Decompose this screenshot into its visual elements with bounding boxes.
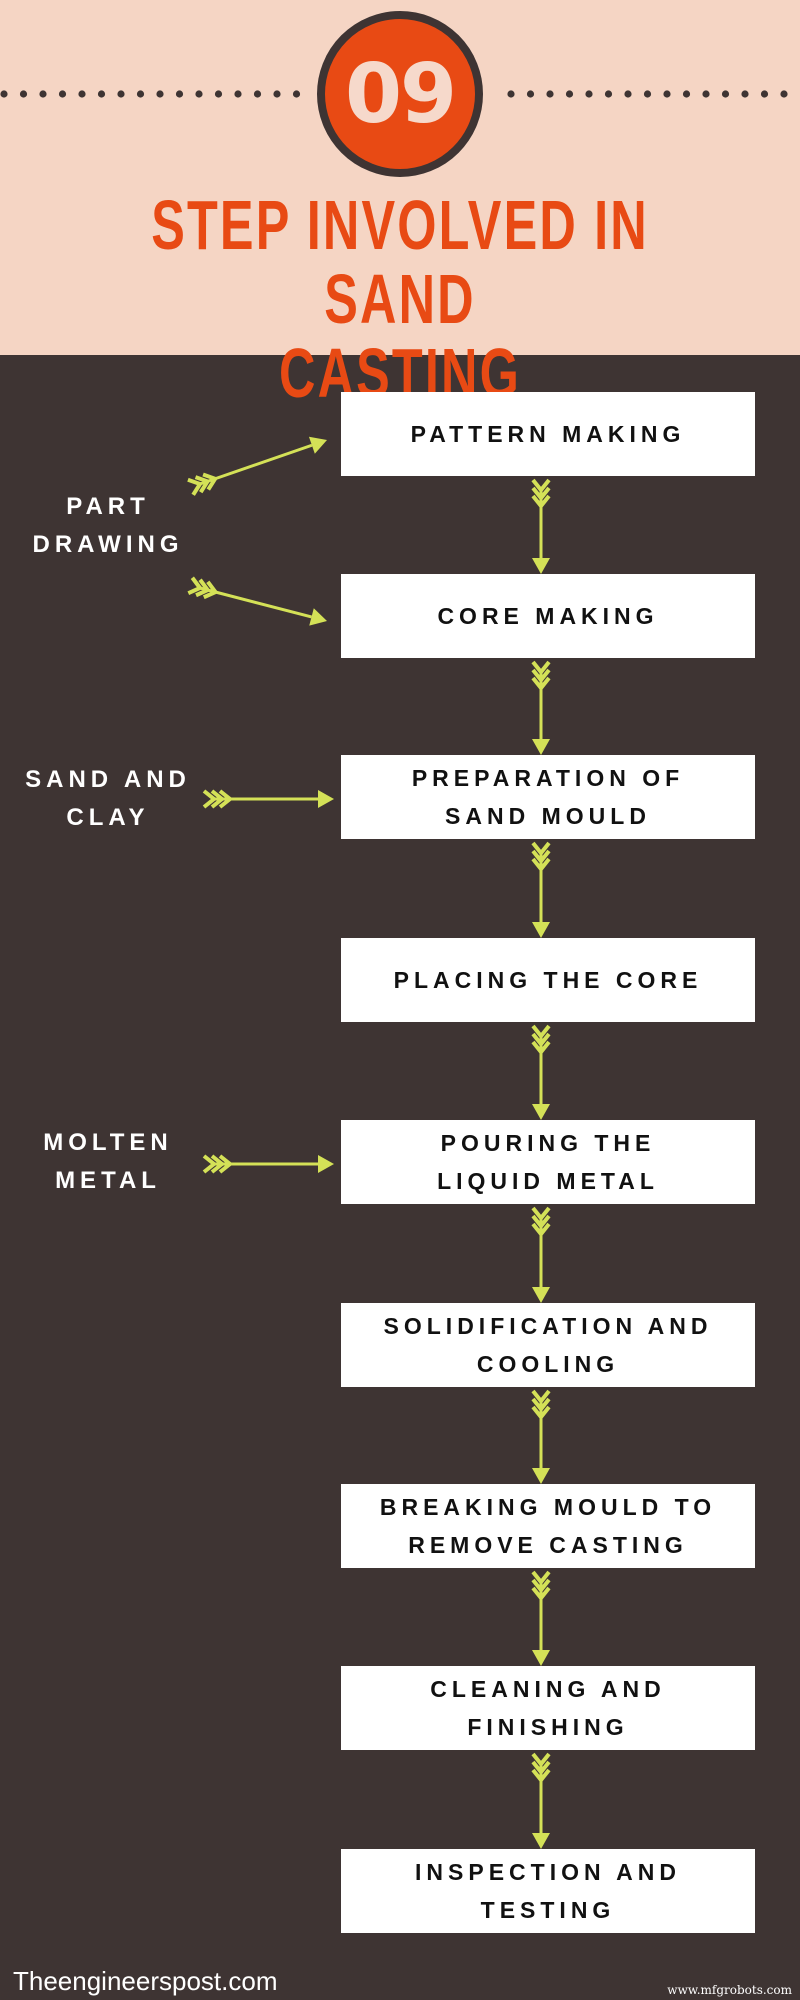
input-label-line: MOLTEN xyxy=(43,1129,173,1156)
step-number: 09 xyxy=(344,46,457,142)
dot xyxy=(780,90,788,98)
dot xyxy=(97,90,106,98)
dot xyxy=(721,90,730,98)
arrow-step-5 xyxy=(531,1206,551,1303)
dot xyxy=(175,90,184,98)
watermark: www.mfgrobots.com xyxy=(667,1983,792,1997)
input-label-line: SAND AND xyxy=(25,766,191,793)
dot xyxy=(273,90,281,98)
dot xyxy=(546,90,554,98)
arrow-part-drawing-to-pattern xyxy=(187,436,327,496)
dot xyxy=(234,90,242,98)
dot xyxy=(39,90,47,98)
step-label: INSPECTION AND xyxy=(415,1859,681,1885)
step-label: SAND MOULD xyxy=(445,803,651,829)
input-label-line: PART xyxy=(66,493,150,520)
dot xyxy=(507,90,515,98)
arrow-step-6 xyxy=(531,1389,551,1484)
step-label: CORE MAKING xyxy=(437,603,659,629)
title-line-1: STEP INVOLVED IN SAND xyxy=(151,186,649,338)
step-box: POURING THE LIQUID METAL xyxy=(341,1120,755,1204)
step-box: CLEANING AND FINISHING xyxy=(341,1666,755,1750)
dot xyxy=(19,90,28,98)
step-box: PATTERN MAKING xyxy=(341,392,755,476)
step-label: PATTERN MAKING xyxy=(410,421,686,447)
dot xyxy=(117,90,125,98)
step-box: BREAKING MOULD TO REMOVE CASTING xyxy=(341,1484,755,1568)
dot xyxy=(136,90,145,98)
dot xyxy=(585,90,593,98)
step-label: TESTING xyxy=(480,1897,616,1923)
step-label: REMOVE CASTING xyxy=(408,1532,688,1558)
input-label-line: METAL xyxy=(55,1167,161,1194)
arrow-step-2 xyxy=(531,660,551,755)
step-label: CLEANING AND xyxy=(430,1676,666,1702)
dot xyxy=(643,90,652,98)
input-label: MOLTEN METAL xyxy=(0,1124,216,1200)
dot xyxy=(0,90,8,98)
step-label: SOLIDIFICATION AND xyxy=(383,1313,713,1339)
step-label: PLACING THE CORE xyxy=(393,967,703,993)
dotted-line xyxy=(0,90,788,98)
step-label: BREAKING MOULD TO xyxy=(379,1494,717,1520)
dot xyxy=(760,90,769,98)
dot xyxy=(702,90,710,98)
dot xyxy=(156,90,164,98)
dot xyxy=(663,90,671,98)
dot xyxy=(292,90,301,98)
dot xyxy=(253,90,262,98)
input-label: PART DRAWING xyxy=(0,488,216,564)
step-label: POURING THE xyxy=(440,1130,656,1156)
input-label-line: DRAWING xyxy=(32,531,184,558)
arrow-sand-to-mould xyxy=(202,789,334,809)
arrow-part-drawing-to-core xyxy=(187,576,327,626)
arrow-metal-to-pouring xyxy=(202,1154,334,1174)
step-box: PREPARATION OF SAND MOULD xyxy=(341,755,755,839)
input-label-line: CLAY xyxy=(66,804,150,831)
input-label: SAND AND CLAY xyxy=(0,761,216,837)
step-box: PLACING THE CORE xyxy=(341,938,755,1022)
step-label: COOLING xyxy=(476,1351,620,1377)
step-box: INSPECTION AND TESTING xyxy=(341,1849,755,1933)
dot xyxy=(214,90,223,98)
step-number-badge: 09 xyxy=(317,11,483,177)
dot xyxy=(195,90,203,98)
dot xyxy=(682,90,691,98)
dot xyxy=(565,90,574,98)
dot xyxy=(741,90,749,98)
dot xyxy=(624,90,632,98)
dot xyxy=(58,90,67,98)
arrow-step-3 xyxy=(531,841,551,938)
dot xyxy=(78,90,86,98)
site-credit: Theengineerspost.com xyxy=(13,1966,278,1996)
dot xyxy=(526,90,535,98)
arrow-step-1 xyxy=(531,478,551,574)
dot xyxy=(604,90,613,98)
step-box: SOLIDIFICATION AND COOLING xyxy=(341,1303,755,1387)
step-label: FINISHING xyxy=(467,1714,629,1740)
step-label: LIQUID METAL xyxy=(437,1168,659,1194)
arrow-step-4 xyxy=(531,1024,551,1120)
arrow-step-8 xyxy=(531,1752,551,1849)
step-label: PREPARATION OF xyxy=(411,765,685,791)
step-box: CORE MAKING xyxy=(341,574,755,658)
arrow-step-7 xyxy=(531,1570,551,1666)
